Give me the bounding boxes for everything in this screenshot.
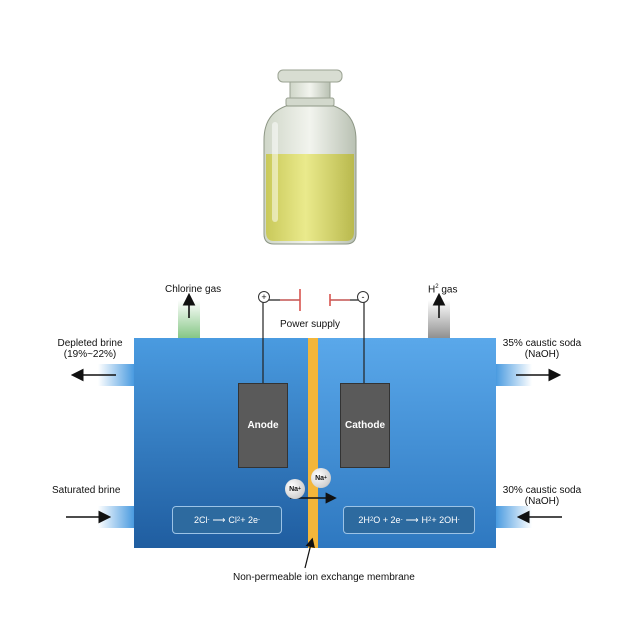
anode-label: Anode (247, 420, 279, 431)
depleted-brine-label: Depleted brine (19%~22%) (57, 338, 123, 360)
cathode-electrode: Cathode (340, 383, 390, 468)
caustic-35-label: 35% caustic soda (NaOH) (502, 338, 582, 360)
chlorine-gas-label: Chlorine gas (165, 284, 222, 295)
ion-exchange-membrane (308, 338, 318, 548)
hydrogen-gas-label: H2 gas (428, 284, 458, 296)
bottle-photo (263, 69, 357, 245)
membrane-pointer (304, 537, 315, 569)
power-supply-label: Power supply (280, 319, 341, 330)
sodium-ion-left: Na+ (285, 479, 305, 499)
caustic-out-pipe (496, 364, 532, 386)
cathode-label: Cathode (345, 420, 385, 431)
saturated-brine-label: Saturated brine (52, 485, 121, 496)
hydrogen-pipe (428, 300, 450, 340)
sodium-ion-right: Na+ (311, 468, 331, 488)
chlorine-pipe (178, 300, 200, 340)
negative-terminal: - (357, 291, 369, 303)
positive-terminal: + (258, 291, 270, 303)
anode-electrode: Anode (238, 383, 288, 468)
caustic-30-label: 30% caustic soda (NaOH) (502, 485, 582, 507)
membrane-label: Non-permeable ion exchange membrane (233, 572, 415, 583)
